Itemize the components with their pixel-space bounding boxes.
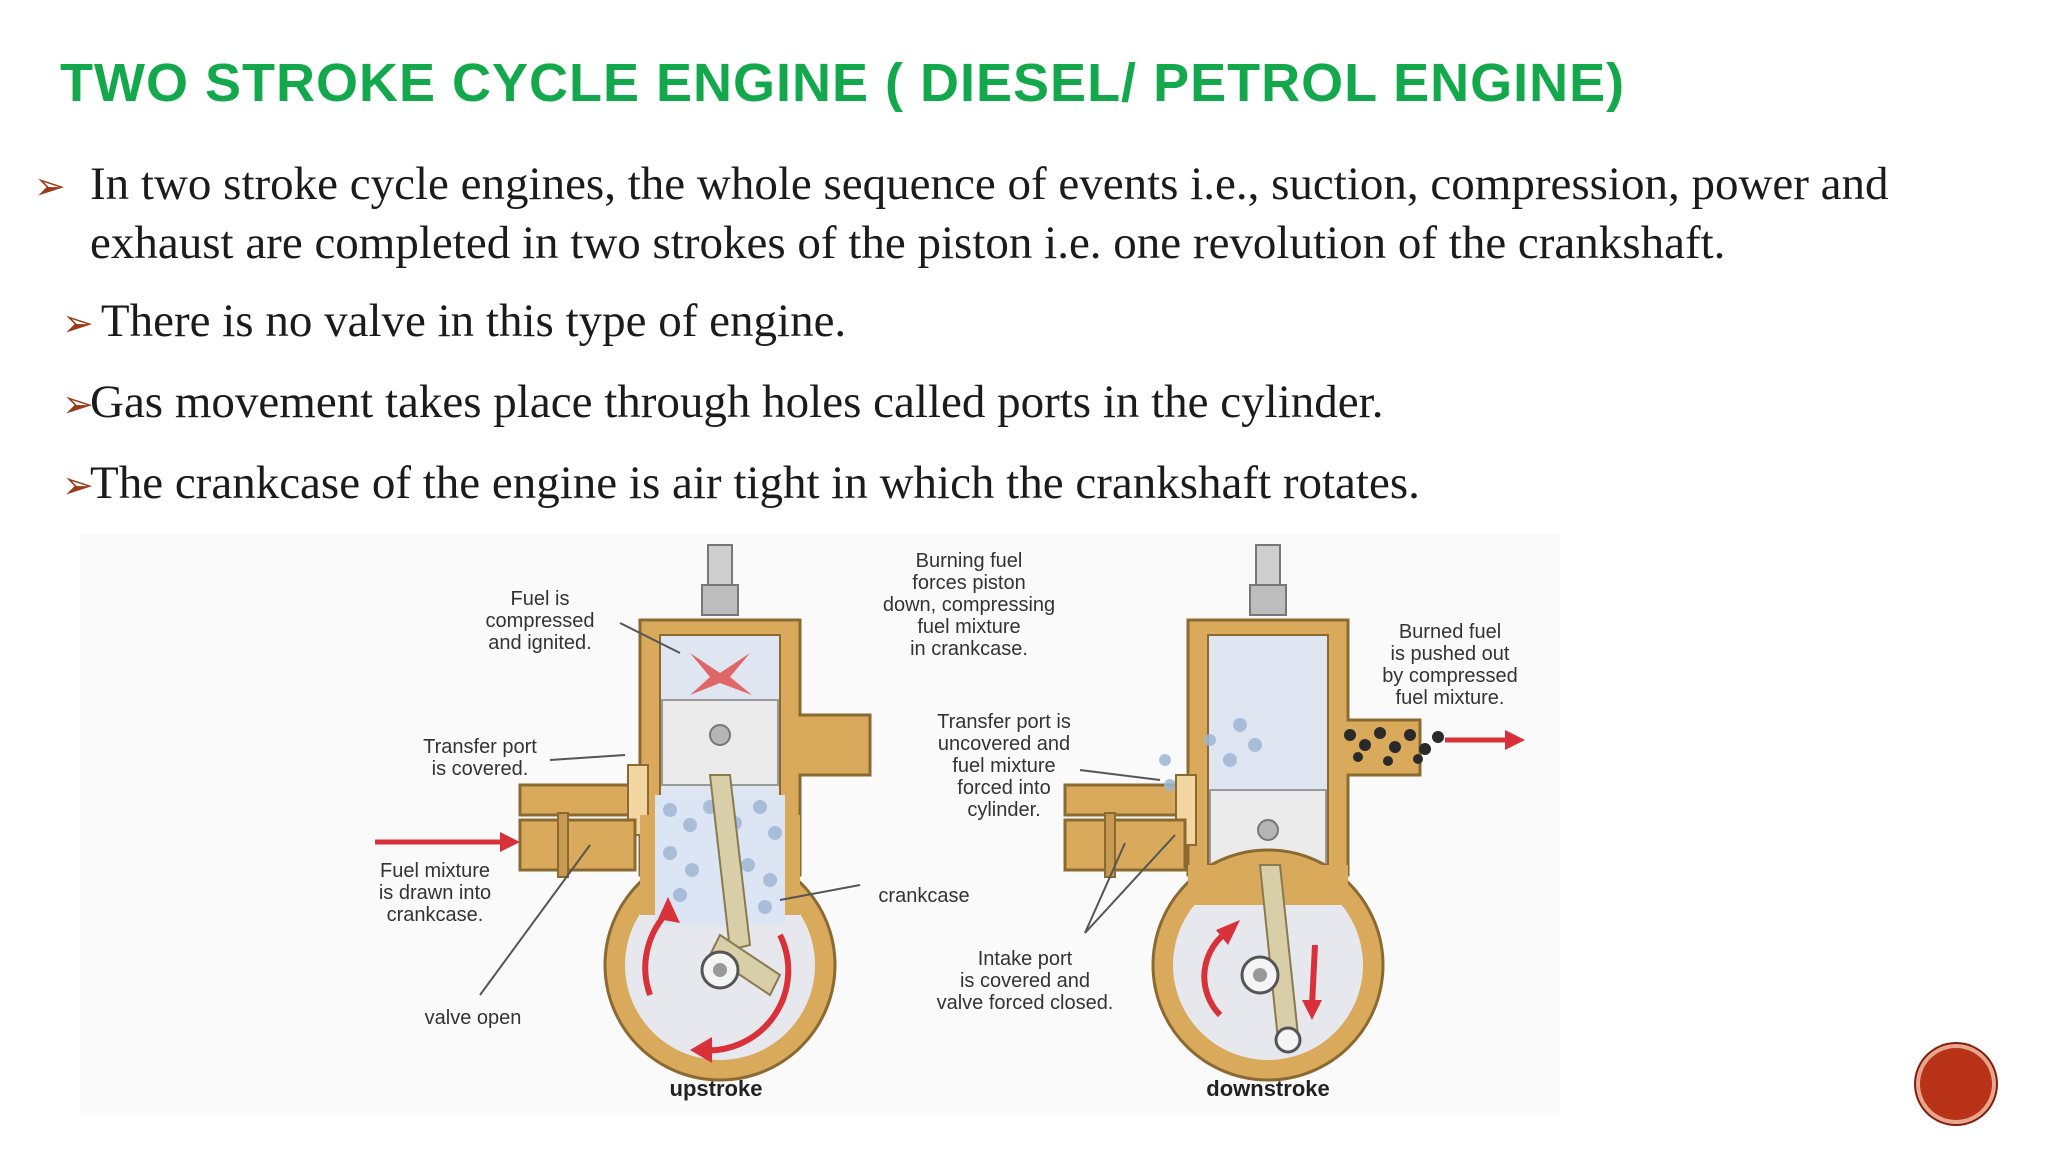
middle-label: crankcase <box>878 885 969 907</box>
bullet-arrow-icon: ➢ <box>34 166 66 208</box>
downstroke-label: Burned fuel <box>1399 621 1501 643</box>
downstroke-label: is pushed out <box>1391 643 1510 665</box>
upstroke-label: is drawn into <box>379 882 491 904</box>
bullet-item: ➢The crankcase of the engine is air tigh… <box>62 455 1420 514</box>
upstroke-label: Fuel mixture <box>380 860 490 882</box>
bullet-text: There is no valve in this type of engine… <box>90 295 847 347</box>
middle-label: Transfer port is <box>937 711 1071 733</box>
downstroke-label: fuel mixture. <box>1396 687 1505 709</box>
slide-title: TWO STROKE CYCLE ENGINE ( DIESEL/ PETROL… <box>60 53 1626 113</box>
middle-label: fuel mixture <box>952 755 1055 777</box>
downstroke-caption: downstroke <box>1206 1076 1329 1101</box>
middle-label: is covered and <box>960 970 1090 992</box>
upstroke-label: is covered. <box>432 758 529 780</box>
bullet-text: The crankcase of the engine is air tight… <box>90 457 1420 509</box>
upstroke-label: compressed <box>486 610 595 632</box>
upstroke-label: crankcase. <box>387 904 484 926</box>
bullet-item: ➢Gas movement takes place through holes … <box>62 374 1383 433</box>
bullet-item: ➢ In two stroke cycle engines, the whole … <box>34 156 2030 271</box>
middle-label: forced into <box>957 777 1050 799</box>
middle-label: down, compressing <box>883 594 1055 616</box>
middle-label: cylinder. <box>967 799 1040 821</box>
downstroke-engine <box>1063 544 1525 1082</box>
upstroke-label: and ignited. <box>488 632 591 654</box>
middle-label: in crankcase. <box>910 638 1028 660</box>
middle-label: Intake port <box>978 948 1073 970</box>
bullet-arrow-icon: ➢ <box>62 465 94 507</box>
upstroke-engine <box>375 544 872 1082</box>
middle-label: Burning fuel <box>916 550 1023 572</box>
upstroke-caption: upstroke <box>670 1076 763 1101</box>
engine-diagram: Fuel is compressed and ignited. Transfer… <box>80 535 1560 1115</box>
slide-nav-button[interactable] <box>1916 1044 1996 1124</box>
bullet-item: ➢ There is no valve in this type of engi… <box>62 293 846 352</box>
downstroke-label: by compressed <box>1382 665 1518 687</box>
upstroke-label: Fuel is <box>511 588 570 610</box>
bullet-text: Gas movement takes place through holes c… <box>90 376 1384 428</box>
middle-label: valve forced closed. <box>937 992 1114 1014</box>
middle-label: forces piston <box>912 572 1025 594</box>
upstroke-label: Transfer port <box>423 736 537 758</box>
bullet-arrow-icon: ➢ <box>62 303 94 345</box>
middle-label: uncovered and <box>938 733 1070 755</box>
bullet-text: In two stroke cycle engines, the whole s… <box>90 158 1889 269</box>
bullet-arrow-icon: ➢ <box>62 384 94 426</box>
upstroke-label: valve open <box>425 1007 522 1029</box>
middle-label: fuel mixture <box>917 616 1020 638</box>
